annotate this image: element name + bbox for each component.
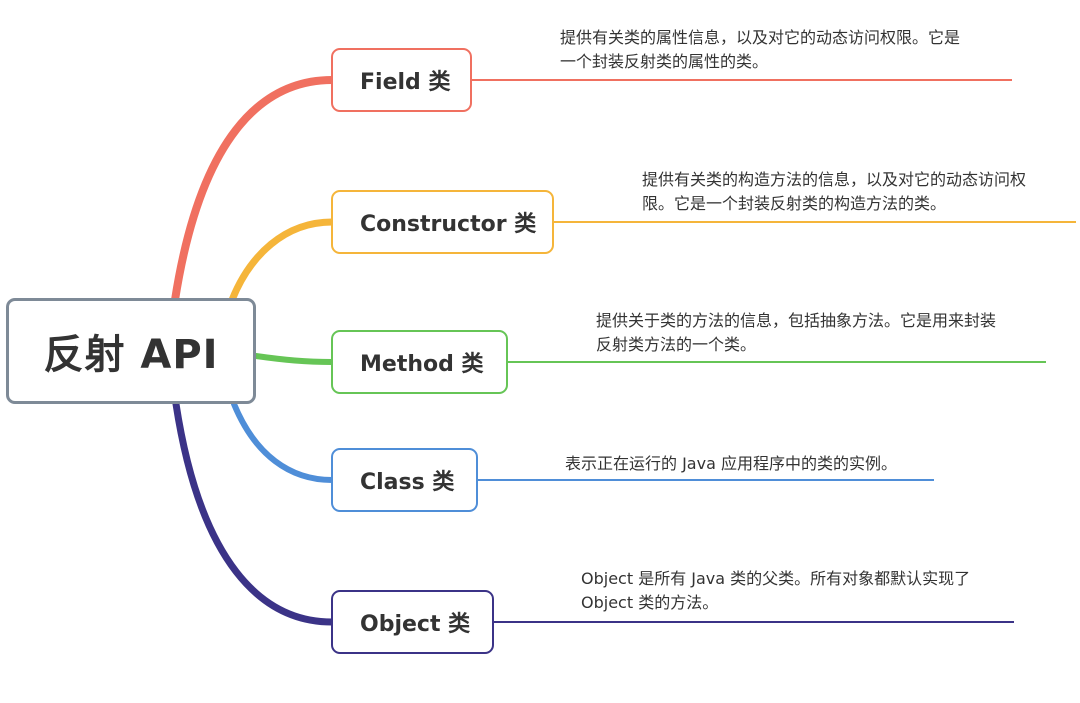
description-line: Object 类的方法。 [581,593,719,612]
connector-method [253,353,335,365]
connector-field [171,76,336,304]
description-line: 提供关于类的方法的信息，包括抽象方法。它是用来封装 [596,311,997,330]
node-field[interactable]: Field 类 [331,48,472,112]
node-label: Class 类 [360,470,455,495]
description-class: 表示正在运行的 Java 应用程序中的类的实例。 [565,452,897,476]
description-line: Object 是所有 Java 类的父类。所有对象都默认实现了 [581,569,971,588]
description-line: 限。它是一个封装反射类的构造方法的类。 [642,194,947,213]
root-node[interactable]: 反射 API [6,298,256,404]
description-field: 提供有关类的属性信息，以及对它的动态访问权限。它是 一个封装反射类的属性的类。 [560,26,960,74]
node-label: Constructor 类 [360,212,537,237]
node-method[interactable]: Method 类 [331,330,508,394]
description-line: 提供有关类的属性信息，以及对它的动态访问权限。它是 [560,28,961,47]
node-label: Object 类 [360,612,471,637]
node-object[interactable]: Object 类 [331,590,494,654]
connector-constructor [228,218,336,304]
node-label: Method 类 [360,352,484,377]
connector-class [231,401,335,483]
description-object: Object 是所有 Java 类的父类。所有对象都默认实现了 Object 类… [581,567,970,615]
description-line: 表示正在运行的 Java 应用程序中的类的实例。 [565,454,897,473]
description-constructor: 提供有关类的构造方法的信息，以及对它的动态访问权 限。它是一个封装反射类的构造方… [642,168,1026,216]
node-label: Field 类 [360,70,451,95]
description-method: 提供关于类的方法的信息，包括抽象方法。它是用来封装 反射类方法的一个类。 [596,309,996,357]
root-label: 反射 API [43,332,219,378]
description-line: 一个封装反射类的属性的类。 [560,52,769,71]
node-constructor[interactable]: Constructor 类 [331,190,554,254]
description-line: 反射类方法的一个类。 [596,335,757,354]
description-line: 提供有关类的构造方法的信息，以及对它的动态访问权 [642,170,1027,189]
connector-object [172,400,336,626]
node-class[interactable]: Class 类 [331,448,478,512]
